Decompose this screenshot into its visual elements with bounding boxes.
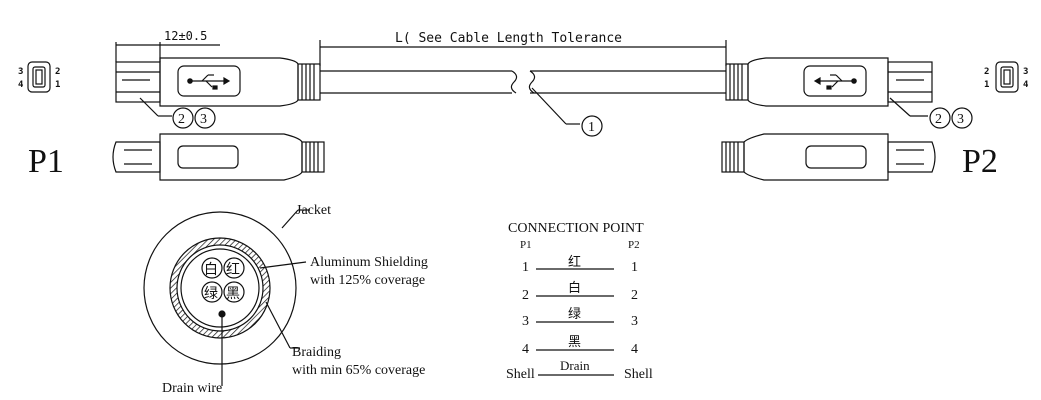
conductor-red-label: 红 [226,262,240,278]
connection-row-wire: 黑 [568,335,581,350]
p1-pin-1: 1 [55,80,60,90]
connection-row: 2 白 2 [522,280,638,303]
p1-connector-side [112,133,325,181]
p1-callout-2-num: 2 [178,112,185,127]
drain-wire-label: Drain wire [162,381,222,396]
connection-row-right: Shell [624,367,653,382]
braiding-label-2: with min 65% coverage [292,363,425,378]
shielding-label-2: with 125% coverage [310,273,425,288]
connection-row-right: 1 [631,260,638,275]
shield-ring [176,244,264,332]
conductor-green [201,281,223,303]
p2-connector-top [725,57,933,107]
p1-pin-2: 2 [55,67,60,77]
connection-p1-header: P1 [520,239,532,251]
p2-callout-2-num: 2 [935,112,942,127]
cable-callout: 1 ① [531,87,603,137]
connection-row: 4 黑 4 [522,335,638,357]
p2-connector-side [721,133,936,181]
p1-callouts: ② 2 3 ③ [139,97,216,129]
p2-callouts: 2 3 ② ③ [889,97,973,129]
connection-row-wire: 绿 [568,307,581,322]
connection-row: Shell Drain Shell [506,358,653,382]
connection-row-right: 2 [631,288,638,303]
cable-length-dimension: L( See Cable Length Tolerance [319,31,727,66]
jacket-label: Jacket [296,203,331,218]
braiding-label-1: Braiding [292,345,341,360]
dimension-12mm: 12±0.5 [115,29,220,62]
p1-pin-diagram: 3 2 4 1 [18,61,60,93]
conductor-green-label: 绿 [204,286,218,302]
connection-row: 3 绿 3 [522,307,638,329]
p2-callout-3-num: 3 [957,112,964,127]
p2-pin-2: 2 [984,67,989,77]
cable-callout-num: 1 [588,120,595,135]
connection-row-right: 3 [631,314,638,329]
connection-row-left: 3 [522,314,529,329]
p2-pin-4: 4 [1023,80,1029,90]
conductor-red [223,257,245,279]
p1-connector-top [115,57,321,107]
cable-cross-section: 白 红 绿 黑 [143,211,297,365]
conductor-black [223,281,245,303]
dimension-12mm-label: 12±0.5 [164,29,207,43]
connection-row-left: Shell [506,367,535,382]
cable-length-label: L( See Cable Length Tolerance [395,31,622,46]
conductor-white [201,257,223,279]
p1-pin-4: 4 [18,80,24,90]
connection-row-wire: Drain [560,358,590,373]
conductor-white-label: 白 [204,262,218,278]
shielding-label-1: Aluminum Shielding [310,255,428,270]
connection-row-left: 2 [522,288,529,303]
p1-pin-3: 3 [18,67,23,77]
connection-row-left: 4 [522,342,529,357]
p2-pin-diagram: 2 3 1 4 [984,61,1029,93]
usb-trident-icon [813,74,857,90]
cross-section-leaders [221,209,310,386]
connection-row-left: 1 [522,260,529,275]
conductor-black-label: 黑 [226,286,240,302]
usb-trident-icon [187,74,231,90]
p2-pin-3: 3 [1023,67,1028,77]
connection-row: 1 红 1 [522,254,638,275]
connection-point-table: CONNECTION POINT P1 P2 1 红 1 2 白 2 3 绿 3… [506,221,653,382]
p1-callout-3-num: 3 [200,112,207,127]
connection-row-right: 4 [631,342,638,357]
connection-row-wire: 红 [568,254,581,270]
p2-pin-1: 1 [984,80,989,90]
connection-row-wire: 白 [568,280,581,296]
jacket-ring [143,211,297,365]
connection-title: CONNECTION POINT [508,221,644,236]
cable [320,70,726,94]
connection-p2-header: P2 [628,239,640,251]
p1-label: P1 [28,143,64,180]
p2-label: P2 [962,143,998,180]
